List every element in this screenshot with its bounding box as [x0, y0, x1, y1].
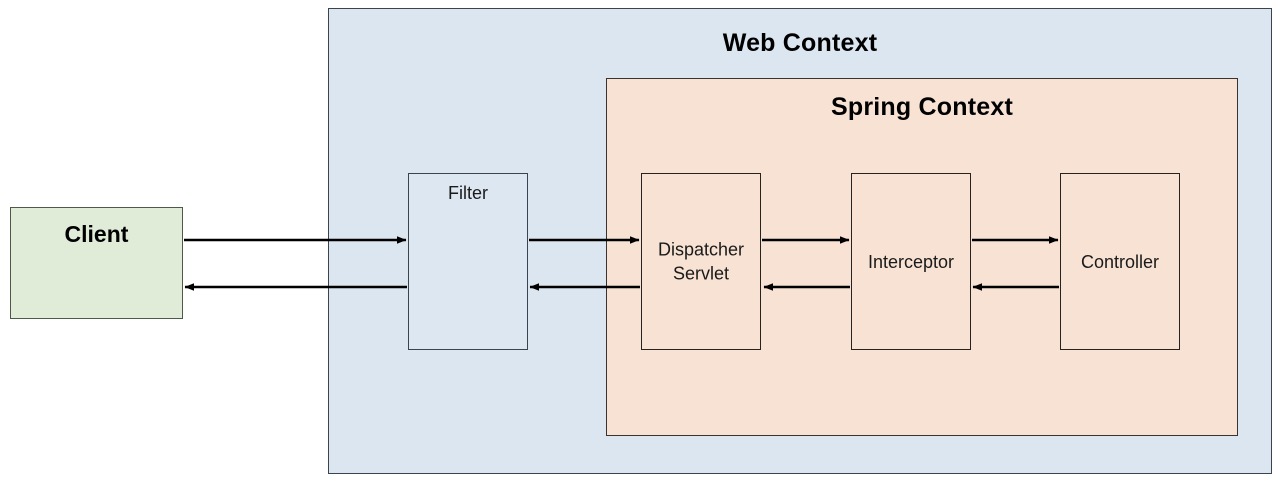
node-dispatcher-servlet[interactable]: Dispatcher Servlet — [641, 173, 761, 350]
container-web-context-label: Web Context — [722, 29, 878, 57]
node-controller-label: Controller — [1080, 251, 1160, 272]
node-controller[interactable]: Controller — [1060, 173, 1180, 350]
node-filter-label: Filter — [448, 183, 488, 203]
node-filter[interactable]: Filter — [408, 173, 528, 350]
node-interceptor[interactable]: Interceptor — [851, 173, 971, 350]
node-dispatcher-servlet-label: Dispatcher Servlet — [657, 239, 745, 284]
node-client[interactable]: Client — [10, 207, 183, 319]
node-interceptor-label: Interceptor — [867, 251, 955, 272]
container-spring-context-label: Spring Context — [831, 93, 1013, 121]
node-client-label: Client — [64, 221, 129, 247]
